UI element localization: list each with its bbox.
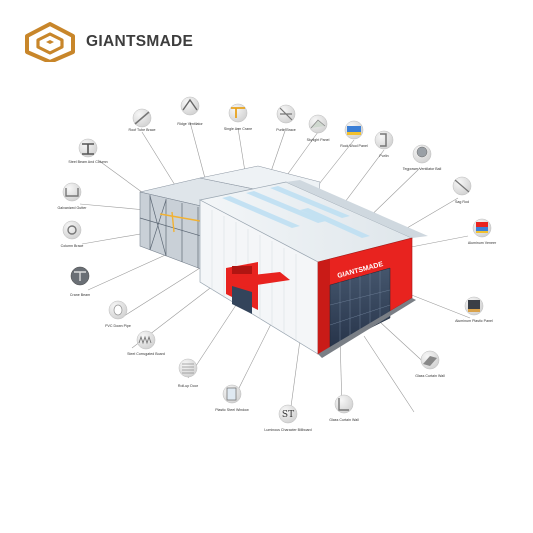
entrance-sign bbox=[232, 266, 252, 274]
component-skylight-panel: Skylight Panel bbox=[307, 114, 330, 142]
skylight-strips bbox=[222, 186, 370, 238]
ridge-ventilator-icon bbox=[180, 96, 200, 116]
label-purlin-brace: Purlin Brace bbox=[276, 128, 296, 132]
label-column-brace: Column Brace bbox=[61, 244, 84, 248]
label-steel-corrugated-board: Steel Corrugated Board bbox=[127, 352, 165, 356]
component-steel-beam-column: Steel Beam And Column bbox=[68, 138, 108, 164]
label-galvanized-gutter: Galvanized Gutter bbox=[58, 206, 88, 210]
label-aluminum-plastic-panel: Aluminum Plastic Panel bbox=[455, 319, 493, 323]
component-glass-curtain-wall-right: Glass Curtain Wall bbox=[415, 350, 445, 378]
label-pvc-down-pipe: PVC Down Pipe bbox=[105, 324, 131, 328]
component-roof-tube-brace: Roof Tube Brace bbox=[129, 108, 156, 132]
billboard-icon bbox=[278, 404, 298, 424]
roof-ridge bbox=[286, 180, 428, 238]
component-purlin-brace: Purlin Brace bbox=[276, 104, 296, 132]
rollup-door-icon bbox=[178, 358, 198, 378]
column-brace-icon bbox=[62, 220, 82, 240]
component-luminous-billboard: ST Luminous Character Billboard bbox=[264, 404, 312, 432]
label-crane-beam: Crane Beam bbox=[70, 293, 90, 297]
component-plastic-steel-window: Plastic Steel Window bbox=[215, 384, 249, 412]
component-rock-wool-panel: Rock Wool Panel bbox=[340, 120, 368, 148]
label-skylight-panel: Skylight Panel bbox=[307, 138, 330, 142]
label-single-arm-crane: Single Arm Crane bbox=[224, 127, 252, 131]
label-steel-beam-column: Steel Beam And Column bbox=[68, 160, 107, 164]
crane-icon bbox=[228, 103, 248, 123]
brand-logo: GIANTSMADE bbox=[24, 22, 224, 64]
label-purlin: Purlin bbox=[379, 154, 388, 158]
component-aluminum-veneer: Aluminum Veneer bbox=[468, 218, 497, 245]
component-glass-curtain-wall-bottom: Glass Curtain Wall bbox=[329, 394, 359, 422]
label-glass-curtain-wall-right: Glass Curtain Wall bbox=[415, 374, 445, 378]
component-ventilator-ball: Tegpower Ventilator Ball bbox=[403, 144, 442, 171]
brand-name: GIANTSMADE bbox=[86, 33, 194, 50]
component-rollup-door: Roll-up Door bbox=[178, 358, 199, 388]
component-crane-beam: Crane Beam bbox=[70, 266, 90, 297]
label-aluminum-veneer: Aluminum Veneer bbox=[468, 241, 497, 245]
component-sag-rod: Sag Rod bbox=[452, 176, 472, 204]
component-ridge-ventilator: Ridge Ventilator bbox=[177, 96, 203, 126]
component-aluminum-plastic-panel: Aluminum Plastic Panel bbox=[455, 296, 493, 323]
component-column-brace: Column Brace bbox=[61, 220, 84, 248]
component-pvc-down-pipe: PVC Down Pipe bbox=[105, 300, 131, 328]
label-glass-curtain-wall-bottom: Glass Curtain Wall bbox=[329, 418, 359, 422]
label-rock-wool-panel: Rock Wool Panel bbox=[340, 144, 368, 148]
component-purlin: Purlin bbox=[374, 130, 394, 158]
component-steel-corrugated-board: Steel Corrugated Board bbox=[127, 330, 165, 356]
label-ridge-ventilator: Ridge Ventilator bbox=[177, 122, 203, 126]
label-roof-tube-brace: Roof Tube Brace bbox=[129, 128, 156, 132]
component-single-arm-crane: Single Arm Crane bbox=[224, 103, 252, 131]
label-plastic-steel-window: Plastic Steel Window bbox=[215, 408, 249, 412]
label-rollup-door: Roll-up Door bbox=[178, 384, 199, 388]
component-galvanized-gutter: Galvanized Gutter bbox=[58, 182, 88, 210]
label-luminous-billboard: Luminous Character Billboard bbox=[264, 428, 311, 432]
label-ventilator-ball: Tegpower Ventilator Ball bbox=[403, 167, 442, 171]
svg-text:ST: ST bbox=[282, 410, 294, 420]
purlin-icon bbox=[374, 130, 394, 150]
label-sag-rod: Sag Rod bbox=[455, 200, 469, 204]
